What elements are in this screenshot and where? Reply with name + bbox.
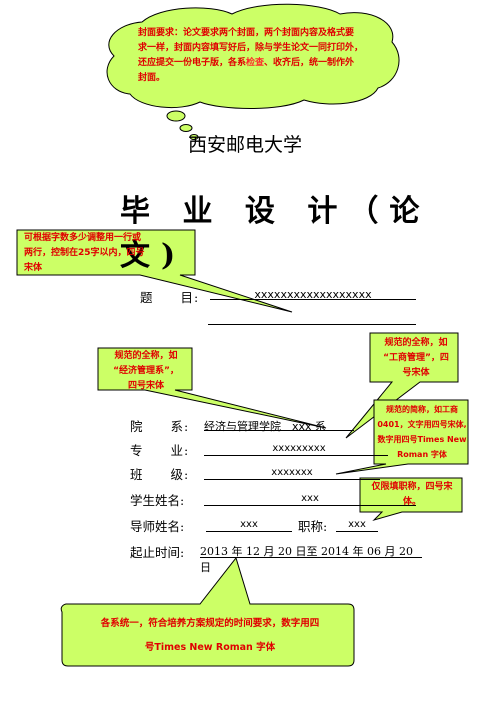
note-line: “经济管理系”， — [113, 366, 179, 376]
note-line: 宋体 — [24, 263, 43, 273]
rank-label: 职称: — [298, 519, 328, 534]
cover-note-prefix: 封面要求： — [138, 28, 184, 38]
note-line: 仅限填职称，四号宋 — [371, 482, 453, 492]
note-line: 规范的简称，如工商 — [386, 405, 458, 414]
cover-note-line: 求一样，封面内容填写好后，除与学生论文一同打印外， — [138, 43, 364, 53]
note-line: 号Times New Roman 字体 — [144, 642, 276, 653]
class-underline — [204, 479, 380, 480]
time-underline — [200, 557, 422, 558]
note-line: 规范的全称，如 — [384, 338, 448, 348]
cover-note-highlight: 检查 — [246, 58, 265, 68]
note-line: “工商管理”，四 — [383, 353, 449, 363]
advisor-name-value[interactable]: xxx — [240, 519, 258, 530]
class-abbrev-note: 规范的简称，如工商 0401，文字用四号宋体, 数字用四号Times New R… — [374, 402, 470, 462]
time-format-note: 各系统一，符合培养方案规定的时间要求，数字用四 号Times New Roman… — [70, 612, 350, 660]
dept-note-shape — [97, 347, 327, 429]
student-name-label: 学生姓名: — [130, 493, 185, 508]
student-name-underline — [204, 505, 416, 506]
note-line: 规范的全称，如 — [114, 351, 178, 361]
dept-fullname-note: 规范的全称，如 “经济管理系”， 四号宋体 — [102, 349, 190, 394]
university-name: 西安邮电大学 — [188, 134, 303, 156]
cover-callout-puff-3 — [189, 134, 199, 140]
advisor-name-underline — [206, 531, 292, 532]
class-label: 班 级: — [130, 467, 190, 482]
rank-value[interactable]: xxx — [348, 519, 366, 530]
dept-value[interactable]: 经济与管理学院 xxx 系 — [204, 420, 327, 433]
title-length-note: 可根据字数多少调整用一行或 两行，控制在25字以内，四号 宋体 — [24, 231, 196, 276]
time-label: 起止时间: — [130, 545, 185, 560]
cover-note-line: 、收齐后，统一制作外 — [264, 58, 355, 68]
cover-callout-puff-1 — [166, 110, 186, 122]
advisor-name-label: 导师姓名: — [130, 519, 185, 534]
note-line: 可根据字数多少调整用一行或 — [24, 233, 142, 243]
topic-label: 题 目: — [140, 290, 200, 305]
topic-underline — [210, 299, 416, 300]
topic-second-underline — [208, 324, 416, 325]
class-value[interactable]: xxxxxxx — [271, 467, 313, 478]
title-rank-note: 仅限填职称，四号宋 体。 — [364, 480, 460, 510]
note-line: 两行，控制在25字以内，四号 — [24, 248, 145, 258]
cover-note-line: 还应提交一份电子版，各系 — [138, 58, 247, 68]
topic-value[interactable]: xxxxxxxxxxxxxxxxxx — [254, 288, 372, 301]
main-title: 毕 业 设 计（论 文) — [120, 194, 431, 273]
major-value[interactable]: xxxxxxxxx — [272, 443, 326, 454]
student-name-value[interactable]: xxx — [301, 493, 319, 504]
major-label: 专 业: — [130, 443, 190, 458]
note-line: 体。 — [402, 497, 421, 507]
title-note-shape — [16, 229, 293, 313]
dept-label: 院 系: — [130, 419, 190, 434]
note-line: 号宋体 — [402, 368, 430, 378]
cover-callout-shape — [106, 3, 400, 109]
note-line: 0401，文字用四号宋体, — [377, 420, 467, 429]
cover-callout-puff-2 — [179, 124, 193, 132]
major-fullname-note: 规范的全称，如 “工商管理”，四 号宋体 — [374, 336, 458, 381]
time-value[interactable]: 2013 年 12 月 20 日至 2014 年 06 月 20 日 — [200, 545, 413, 574]
rank-underline — [336, 531, 378, 532]
note-line: Roman 字体 — [397, 450, 447, 459]
note-line: 各系统一，符合培养方案规定的时间要求，数字用四 — [100, 618, 320, 629]
note-line: 四号宋体 — [127, 381, 164, 391]
rank-note-shape — [359, 477, 463, 522]
note-line: 数字用四号Times New — [377, 435, 467, 444]
class-note-shape — [335, 399, 469, 475]
cover-requirements-note: 封面要求：论文要求两个封面，两个封面内容及格式要 求一样，封面内容填写好后，除与… — [138, 26, 390, 86]
major-underline — [204, 455, 388, 456]
cover-note-line: 论文要求两个封面，两个封面内容及格式要 — [183, 28, 355, 38]
cover-note-line: 封面。 — [138, 73, 166, 83]
time-note-shape — [60, 556, 355, 667]
dept-underline — [204, 430, 354, 431]
